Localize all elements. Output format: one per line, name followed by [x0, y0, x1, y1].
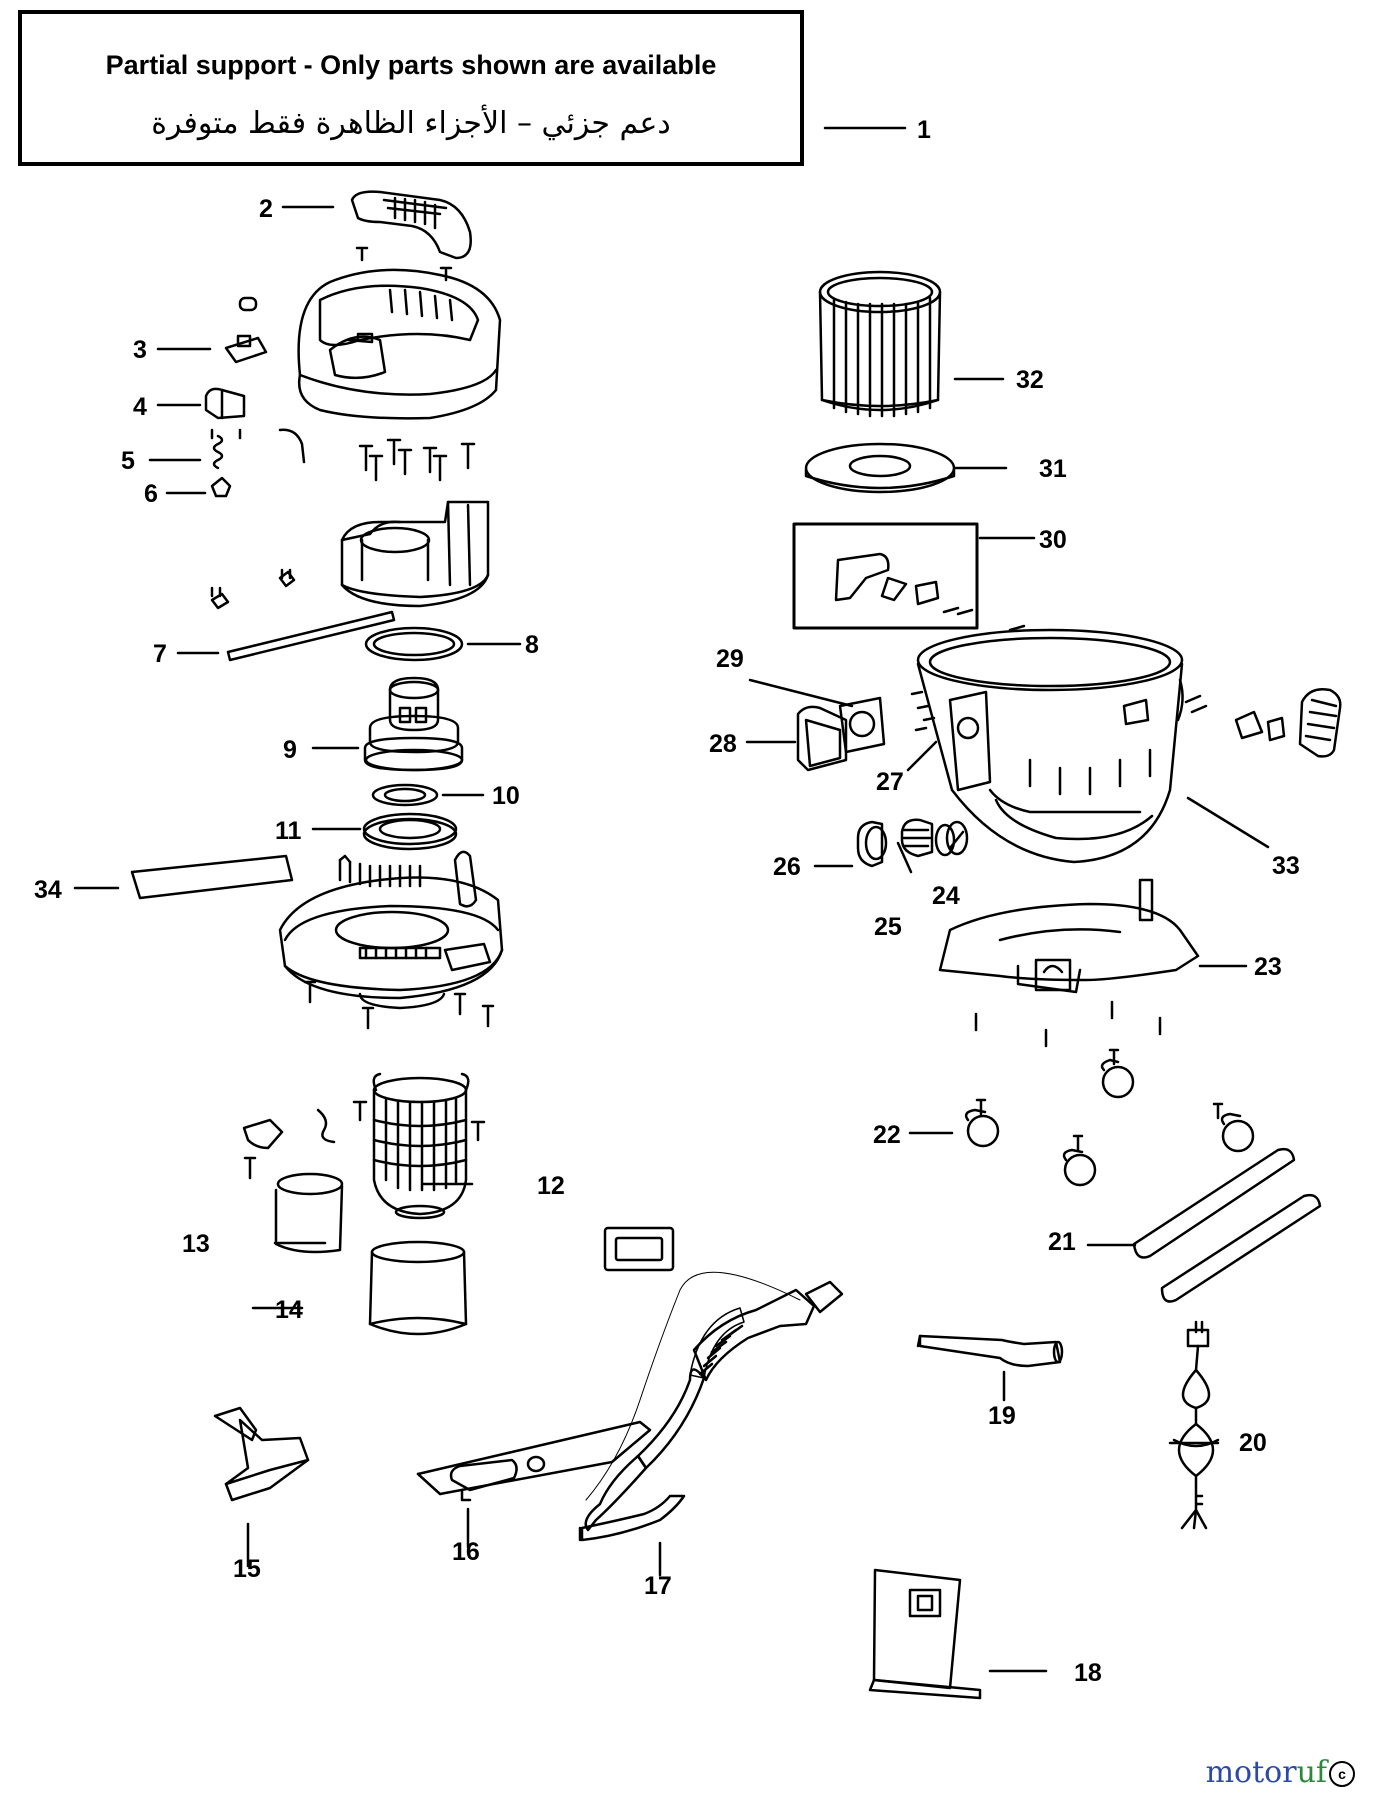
part-13-foam-filter	[242, 1108, 344, 1254]
parts-10-11-seals	[362, 783, 458, 851]
part-label-23: 23	[1254, 953, 1282, 981]
part-label-7: 7	[153, 640, 167, 668]
part-label-8: 8	[525, 631, 539, 659]
part-label-12: 12	[537, 1172, 565, 1200]
part-label-17: 17	[644, 1572, 672, 1600]
part-label-6: 6	[144, 480, 158, 508]
part-label-3: 3	[133, 336, 147, 364]
notice-english: Partial support - Only parts shown are a…	[105, 50, 717, 80]
part-label-26: 26	[773, 853, 801, 881]
part-label-24: 24	[932, 882, 960, 910]
notice-arabic: دعم جزئي – الأجزاء الظاهرة فقط متوفرة	[151, 106, 671, 141]
parts-27-29-inlet-cover	[796, 690, 936, 772]
part-label-15: 15	[233, 1555, 261, 1583]
leader-lines	[73, 126, 1270, 1673]
part-label-13: 13	[182, 1230, 210, 1258]
parts-24-26-inlet	[856, 818, 969, 868]
part-20-power-cord	[1172, 1320, 1220, 1530]
part-label-2: 2	[259, 195, 273, 223]
screws-upper	[358, 438, 476, 482]
part-label-32: 32	[1016, 366, 1044, 394]
part-12-filter-cage	[352, 1072, 486, 1220]
part-9-motor	[363, 676, 464, 772]
part-2-handle	[350, 190, 472, 282]
part-14-cylinder	[368, 1240, 468, 1336]
parts-7-8-gasket-ring	[226, 610, 464, 662]
part-label-11: 11	[275, 817, 302, 845]
part-32-cartridge-filter	[818, 270, 942, 418]
top-cover	[238, 268, 502, 464]
watermark-text-accent: uf	[1296, 1755, 1327, 1790]
part-33-tank	[916, 624, 1342, 864]
part-label-33: 33	[1272, 852, 1300, 880]
part-31-filter-gasket	[804, 442, 956, 494]
part-label-14: 14	[275, 1296, 303, 1324]
part-label-5: 5	[121, 447, 135, 475]
part-15-upholstery-tool	[213, 1406, 310, 1502]
part-label-21: 21	[1048, 1228, 1076, 1256]
part-label-22: 22	[873, 1121, 901, 1149]
part-label-31: 31	[1039, 455, 1067, 483]
availability-notice: Partial support - Only parts shown are a…	[18, 10, 804, 166]
copyright-icon: c	[1329, 1761, 1355, 1787]
part-label-10: 10	[492, 782, 520, 810]
screws-lid	[303, 980, 495, 1030]
part-19-crevice-tool	[916, 1334, 1064, 1368]
part-16-floor-nozzle	[416, 1420, 652, 1502]
part-label-28: 28	[709, 730, 737, 758]
part-label-27: 27	[876, 768, 904, 796]
part-label-16: 16	[452, 1538, 480, 1566]
part-label-25: 25	[874, 913, 902, 941]
parts-3-6-switch-assembly	[204, 334, 268, 498]
motor-housing-top	[210, 500, 490, 610]
part-label-4: 4	[133, 393, 147, 421]
part-34-foam-strip	[130, 854, 294, 900]
lid-base-assembly	[278, 850, 504, 1010]
part-label-34: 34	[34, 876, 62, 904]
part-30-latch-kit	[792, 522, 979, 630]
part-23-dolly-base	[938, 878, 1200, 994]
part-label-1: 1	[917, 116, 931, 144]
part-label-29: 29	[716, 645, 744, 673]
part-label-18: 18	[1074, 1659, 1102, 1687]
part-label-30: 30	[1039, 526, 1067, 554]
part-22-casters	[964, 1000, 1255, 1187]
watermark-text-main: motor	[1205, 1755, 1297, 1790]
part-label-19: 19	[988, 1402, 1016, 1430]
part-18-dust-bag	[868, 1568, 982, 1700]
part-17-hose	[578, 1271, 844, 1542]
part-number-labels: 1 2 3 4 5 6 7 8 9 10 11 12 13 14 15 16 1…	[34, 116, 1300, 1687]
label-plate	[603, 1226, 675, 1272]
part-label-20: 20	[1239, 1429, 1267, 1457]
part-21-extension-wands	[1132, 1147, 1322, 1303]
part-label-9: 9	[283, 736, 297, 764]
